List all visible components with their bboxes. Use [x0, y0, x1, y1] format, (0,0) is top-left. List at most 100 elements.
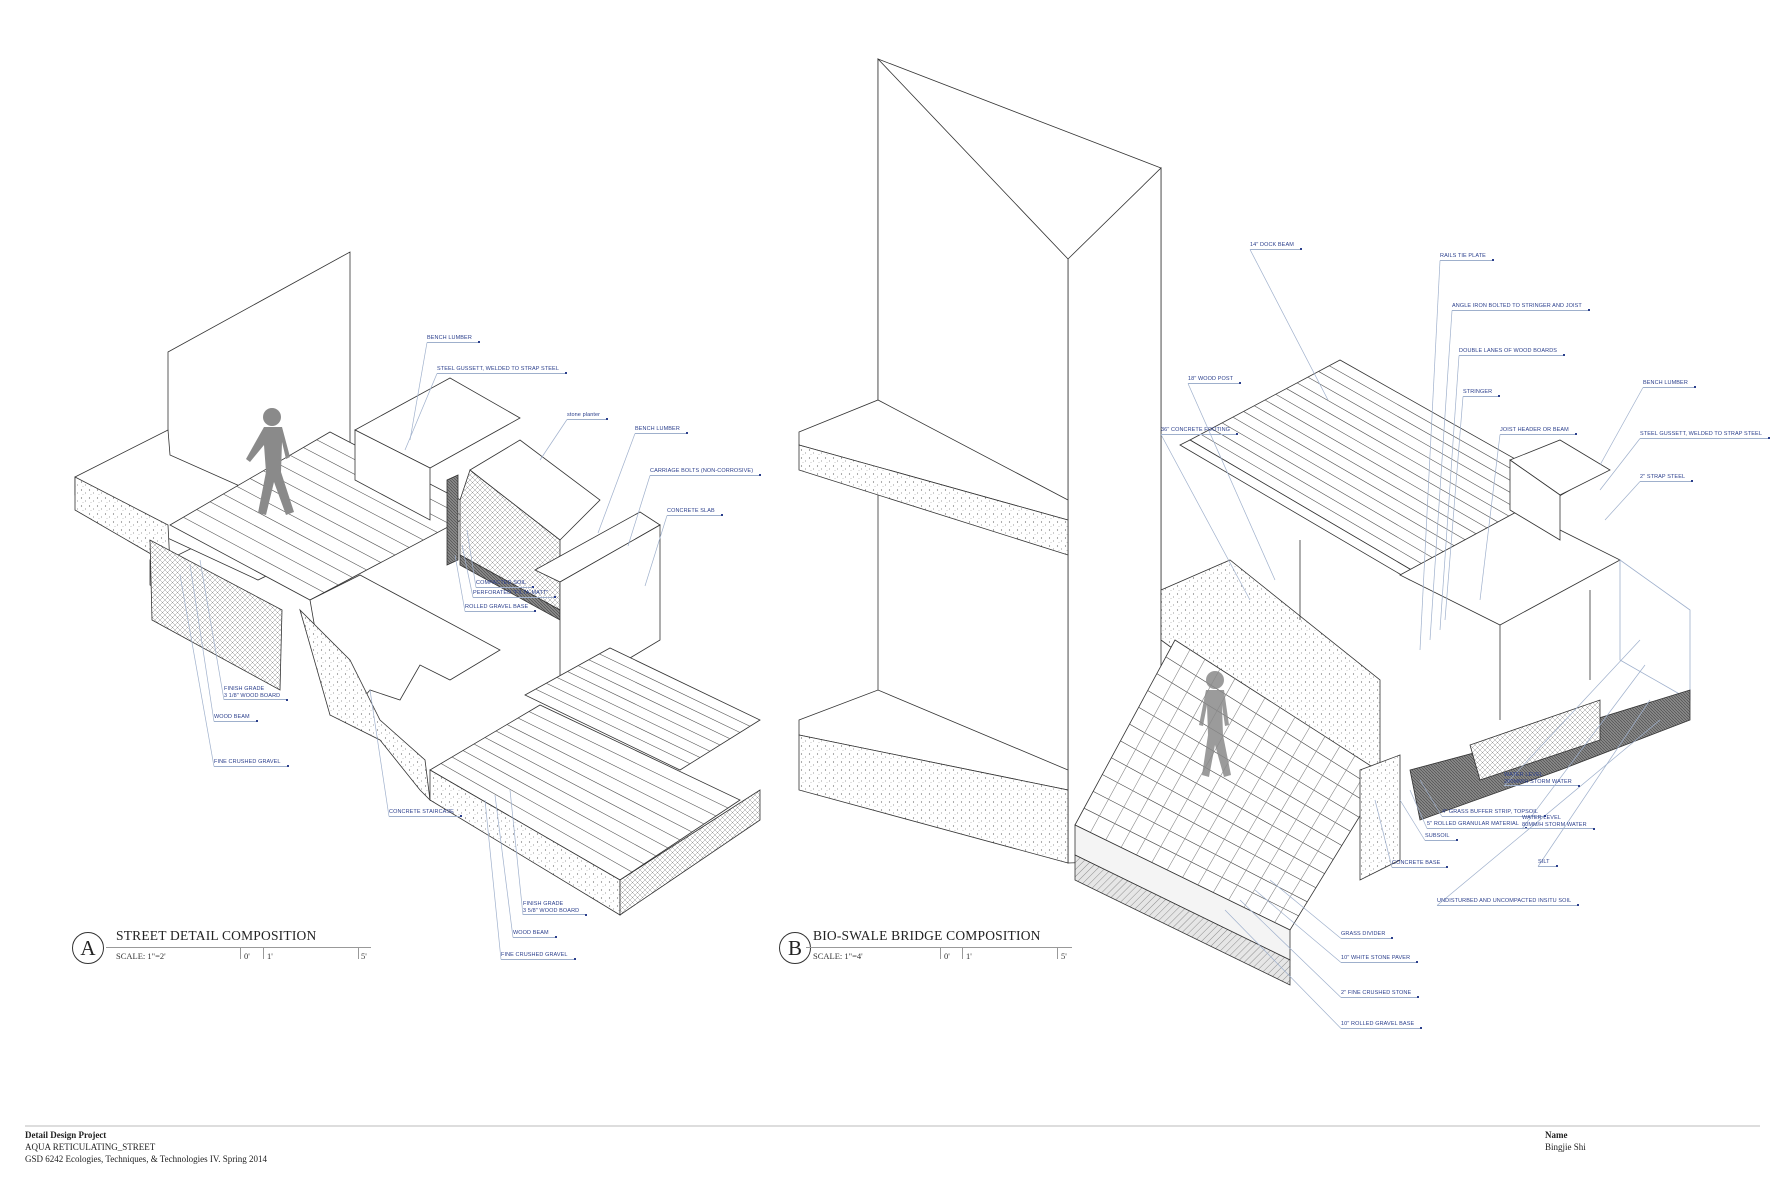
upper-deck-planks	[183, 439, 466, 593]
callout-label: SUBSOIL	[1425, 833, 1458, 841]
callout-label: STEEL GUSSETT, WELDED TO STRAP STEEL	[1640, 431, 1770, 439]
leader-line	[466, 529, 477, 588]
scale-bar-b	[806, 947, 1072, 948]
scale-tick	[358, 947, 359, 959]
plank-line	[495, 730, 693, 833]
leader-line	[1439, 355, 1460, 631]
leader-line	[1479, 434, 1501, 601]
plank-line	[556, 677, 711, 752]
callout-label: WATER LEVEL 200MM/H STORM WATER	[1504, 772, 1580, 787]
leader-line	[1419, 260, 1441, 651]
scale-mark: 0'	[244, 951, 250, 961]
callout-label: 4" GRASS BUFFER STRIP, TOPSOIL	[1442, 809, 1547, 817]
plank-line	[567, 671, 721, 746]
author-block: Name Bingjie Shi	[1545, 1129, 1586, 1153]
callout-label: RAILS TIE PLATE	[1440, 253, 1494, 261]
plank-line	[473, 743, 669, 849]
plank-line	[1166, 697, 1266, 871]
leader-line	[1599, 438, 1641, 491]
person-b	[1199, 671, 1231, 777]
plank-line	[1212, 726, 1311, 893]
leader-line	[1419, 779, 1443, 817]
plank-line	[462, 750, 657, 857]
plank-line	[1090, 649, 1191, 833]
bio-swale-drawing	[798, 57, 1691, 986]
callout-label: FINISH GRADE 3 1/8" WOOD BOARD	[224, 686, 289, 701]
lower-deck-right	[524, 647, 761, 771]
scale-tick	[240, 947, 241, 959]
drawing-letter-b: B	[779, 932, 811, 964]
bridge-deck-planks	[1200, 365, 1560, 570]
leader-line	[409, 342, 428, 441]
plank-line	[535, 688, 691, 765]
plank-line	[546, 682, 701, 758]
leader-line	[1503, 639, 1641, 787]
callout-label: CONCRETE STAIRCASE	[389, 809, 462, 817]
scale-mark: 0'	[944, 951, 950, 961]
callout-label: BENCH LUMBER	[427, 335, 480, 343]
plank-line	[276, 462, 424, 541]
callout-label: WATER LEVEL 80MM/H STORM WATER	[1522, 815, 1595, 830]
scale-text-b: SCALE: 1"=4'	[813, 951, 863, 961]
callout-label: JOIST HEADER OR BEAM	[1500, 427, 1577, 435]
callout-label: 14" DOCK BEAM	[1250, 242, 1302, 250]
leader-line	[1429, 310, 1453, 641]
lower-base-right	[619, 789, 761, 916]
leader-line	[1374, 799, 1393, 868]
scale-tick	[940, 947, 941, 959]
plank-line	[1197, 716, 1296, 886]
plank-line	[1243, 745, 1341, 908]
plank-line	[196, 509, 339, 586]
leader-line	[509, 789, 524, 916]
scale-text-a: SCALE: 1"=2'	[116, 951, 166, 961]
plank-line	[1264, 399, 1496, 533]
plank-line	[1221, 422, 1453, 558]
callout-label: 36" CONCRETE FOOTING	[1161, 427, 1239, 435]
plank-line	[1151, 688, 1251, 863]
project-type: Detail Design Project	[25, 1130, 107, 1140]
plank-line	[1228, 736, 1326, 901]
callout-label: 18" WOOD POST	[1188, 376, 1242, 384]
plank-line	[249, 478, 396, 556]
callout-label: WOOD BEAM	[214, 714, 258, 722]
callout-label: SILT	[1538, 859, 1558, 867]
leader-line	[644, 515, 668, 587]
bench-b-front	[1509, 459, 1561, 541]
callout-label: FINISH GRADE 3 5/8" WOOD BOARD	[523, 901, 588, 916]
plank-line	[223, 493, 367, 571]
leader-line	[189, 564, 215, 722]
callout-label: UNDISTURBED AND UNCOMPACTED INSITU SOIL	[1437, 898, 1580, 906]
callout-label: STRINGER	[1463, 389, 1501, 397]
plank-line	[1259, 755, 1356, 916]
scale-bar-a	[106, 947, 371, 948]
street-detail-drawing	[74, 251, 761, 916]
callout-label: COMPACTED SOIL	[476, 580, 535, 588]
leader-lines	[179, 249, 1661, 1029]
lower-ledge	[798, 689, 1069, 791]
leader-line	[1249, 249, 1329, 401]
leader-line	[539, 419, 568, 461]
callout-label: CARRIAGE BOLTS (NON-CORROSIVE)	[650, 468, 762, 476]
leader-line	[1239, 899, 1342, 998]
swale-box	[1619, 559, 1691, 701]
scale-tick	[1057, 947, 1058, 959]
callout-label: FINE CRUSHED GRAVEL	[214, 759, 289, 767]
plank-line	[263, 470, 410, 548]
callout-label: ROLLED GRAVEL BASE	[465, 604, 537, 612]
callout-label: stone planter	[567, 412, 609, 420]
drawing-title-a: STREET DETAIL COMPOSITION	[116, 928, 317, 943]
plank-line	[588, 659, 741, 733]
callout-label: DOUBLE LANES OF WOOD BOARDS	[1459, 348, 1566, 356]
course-info: GSD 6242 Ecologies, Techniques, & Techno…	[25, 1154, 267, 1164]
callout-label: STEEL GUSSETT, WELDED TO STRAP STEEL	[437, 366, 567, 374]
callout-label: 2" FINE CRUSHED STONE	[1341, 990, 1420, 998]
planter-a	[469, 439, 601, 541]
plank-line	[209, 501, 353, 578]
drawing-title-b: BIO-SWALE BRIDGE COMPOSITION	[813, 928, 1041, 943]
callout-label: 10" ROLLED GRAVEL BASE	[1341, 1021, 1423, 1029]
plank-line	[289, 454, 438, 533]
callout-label: CONCRETE SLAB	[667, 508, 723, 516]
callout-label: 10" WHITE STONE PAVER	[1341, 955, 1419, 963]
leader-line	[627, 475, 651, 547]
callout-label: 5" ROLLED GRANULAR MATERIAL	[1427, 821, 1527, 829]
